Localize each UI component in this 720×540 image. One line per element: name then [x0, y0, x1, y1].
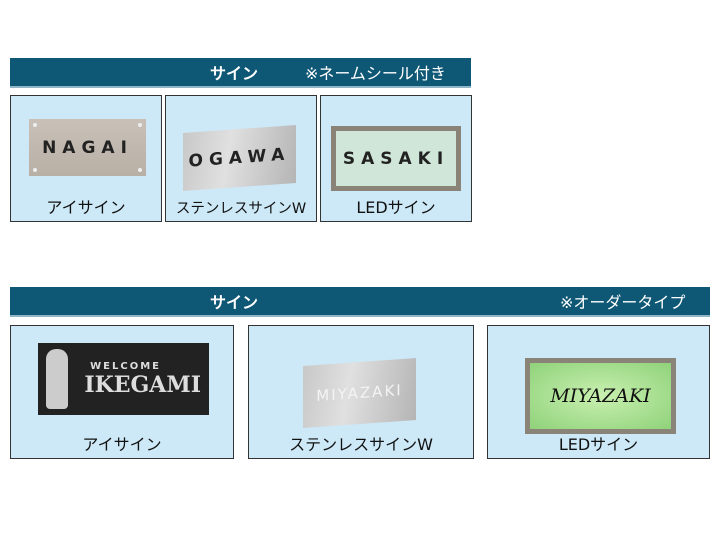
nameplate-image: SASAKI	[331, 126, 461, 191]
section1-header: サイン ※ネームシール付き	[10, 58, 471, 88]
nameplate-image: NAGAI	[29, 119, 146, 176]
product-label: LEDサイン	[558, 435, 639, 454]
product-label: ステンレスサインW	[289, 435, 433, 454]
section2-header: サイン ※オーダータイプ	[10, 287, 710, 317]
product-label: LEDサイン	[356, 198, 436, 217]
nameplate-image: MIYAZAKI	[525, 358, 676, 434]
section2-title: サイン	[210, 293, 259, 312]
product-card-stainless-sign-order[interactable]: MIYAZAKI ステンレスサインW	[248, 325, 474, 459]
section1-title: サイン	[210, 64, 259, 83]
dog-silhouette-icon	[46, 349, 68, 409]
product-label: アイサイン	[46, 198, 126, 217]
section2-note: ※オーダータイプ	[560, 293, 686, 312]
product-label: ステンレスサインW	[175, 201, 307, 217]
product-card-i-sign-order[interactable]: WELCOME IKEGAMI アイサイン	[10, 325, 234, 459]
product-card-stainless-sign[interactable]: OGAWA ステンレスサインW	[165, 95, 317, 222]
section1-note: ※ネームシール付き	[305, 64, 446, 83]
nameplate-image: MIYAZAKI	[303, 358, 416, 428]
nameplate-image: WELCOME IKEGAMI	[38, 343, 209, 415]
product-card-led-sign-order[interactable]: MIYAZAKI LEDサイン	[487, 325, 710, 459]
product-card-i-sign[interactable]: NAGAI アイサイン	[10, 95, 162, 222]
nameplate-image: OGAWA	[183, 125, 296, 191]
product-card-led-sign[interactable]: SASAKI LEDサイン	[320, 95, 472, 222]
product-label: アイサイン	[82, 435, 162, 454]
